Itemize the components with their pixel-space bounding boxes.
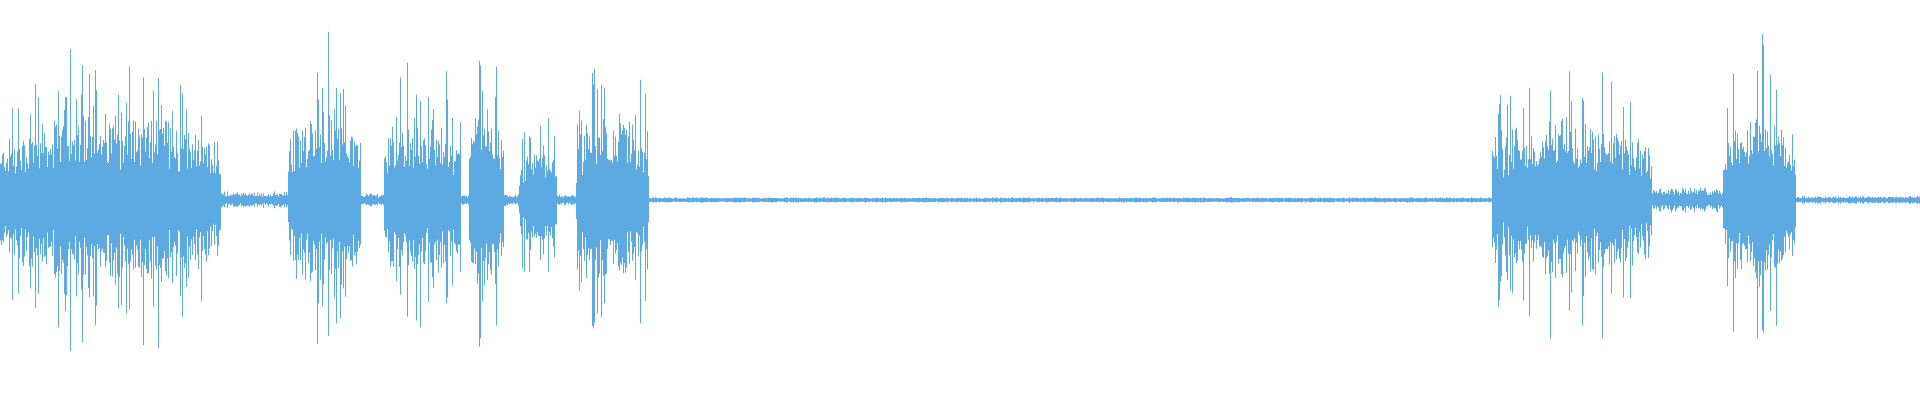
waveform-samples — [0, 31, 1920, 351]
